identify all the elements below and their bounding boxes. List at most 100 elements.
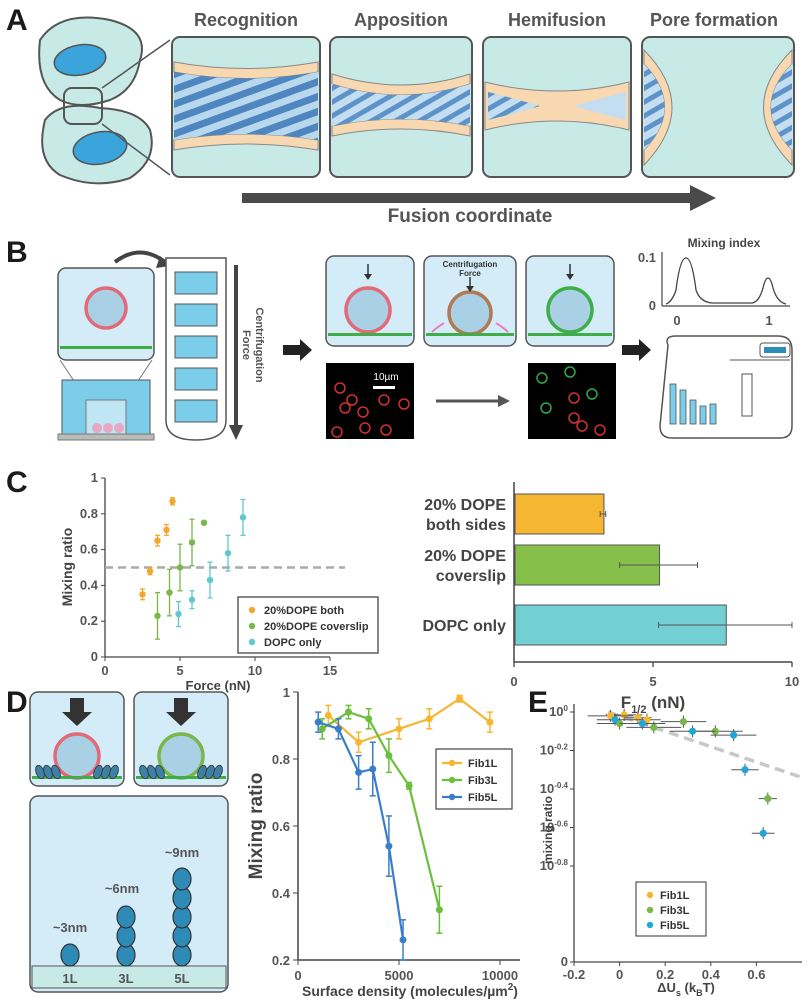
mix-x-right: 1 [765, 313, 772, 328]
force-arrowhead [229, 425, 243, 440]
data-point [764, 795, 772, 803]
legend-label: Fib3L [660, 905, 690, 917]
data-point [730, 731, 738, 739]
legend-box [237, 596, 379, 654]
data-point [399, 936, 407, 944]
x-tick-label: 0 [510, 674, 517, 689]
y-tick-label: 1 [91, 470, 98, 485]
panel-b-letter: B [6, 236, 28, 269]
data-point [405, 782, 413, 790]
data-point [456, 695, 464, 703]
fibril-layers-illustration [29, 795, 229, 993]
y-tick-label: 10-0.8 [540, 858, 569, 873]
y-tick-label: 1 [283, 685, 290, 700]
x-tick-label: 10000 [482, 968, 518, 983]
data-point [334, 725, 342, 733]
x-tick-label: 0 [101, 663, 108, 678]
x-axis-title: Surface density (molecules/µm2) [302, 982, 518, 999]
y-tick-label: 0.8 [80, 506, 98, 521]
data-point [324, 711, 332, 719]
x-tick-label: -0.2 [563, 967, 585, 982]
data-point [188, 596, 196, 603]
fusion-coordinate-label: Fusion coordinate [388, 206, 553, 227]
legend-label: 20%DOPE both [264, 605, 344, 617]
x-tick-label: 15 [323, 663, 337, 678]
y-tick-label: 10-0.6 [540, 820, 569, 835]
height-3l: ~6nm [105, 881, 139, 896]
data-point [486, 718, 494, 726]
data-point [759, 829, 767, 837]
y-tick-label: 0.2 [80, 613, 98, 628]
y-tick-label: 0 [91, 649, 98, 664]
legend-label: DOPC only [264, 637, 322, 649]
mixing-index-plot [661, 252, 790, 307]
data-point [688, 727, 697, 735]
stage-recognition [171, 36, 321, 178]
flow-arrow-2 [622, 339, 651, 361]
flow-cytometer-illustration [659, 335, 793, 439]
legend-marker [248, 606, 256, 614]
data-point [154, 537, 161, 544]
mix-y-top: 0.1 [638, 250, 656, 265]
legend-label: 20%DOPE coverslip [264, 621, 369, 633]
x-tick-label: 0.4 [702, 967, 721, 982]
data-point [206, 576, 214, 584]
data-point [200, 519, 208, 526]
data-point [650, 723, 658, 732]
y-axis-title: mixing ratio [541, 796, 555, 864]
data-point [224, 549, 232, 557]
data-point [611, 716, 619, 724]
data-point [395, 725, 403, 733]
mixing-index-title: Mixing index [688, 236, 761, 250]
y-tick-label: 0.8 [272, 752, 290, 767]
data-point [175, 610, 182, 618]
data-point [741, 766, 749, 774]
layer-5l: 5L [174, 971, 189, 986]
legend-label: Fib5L [468, 792, 498, 804]
y-tick-label: 10-0.2 [540, 743, 569, 758]
height-1l: ~3nm [53, 920, 87, 935]
data-point [355, 738, 363, 746]
small-centrifugation-label: Centrifugation [443, 260, 498, 269]
legend-marker [646, 906, 654, 914]
x-tick-label: 0 [616, 967, 623, 982]
scale-bar-label: 10µm [373, 372, 398, 383]
data-point [355, 768, 363, 776]
data-point [620, 711, 628, 719]
x-axis-title: Force (nN) [186, 678, 251, 693]
fusion-coordinate-arrow [242, 185, 716, 211]
data-point [385, 842, 393, 850]
data-point [146, 567, 154, 575]
data-point [166, 589, 173, 596]
x-tick-label: 5 [176, 663, 183, 678]
layer-3l: 3L [118, 971, 133, 986]
y-tick-label: 0.6 [272, 819, 290, 834]
panel-d-letter: D [6, 686, 28, 719]
y-axis-title: Mixing ratio [246, 773, 267, 880]
force-label: Force [240, 330, 252, 360]
legend-marker [646, 891, 654, 899]
data-point [318, 725, 326, 733]
x-tick-label: 0.6 [747, 967, 765, 982]
centrifuge-tube-illustration [57, 267, 155, 441]
bar [514, 493, 605, 535]
stage-title-hemifusion: Hemifusion [508, 10, 606, 30]
legend-marker [448, 759, 456, 767]
category-label: DOPC only [422, 618, 506, 635]
x-tick-label: 5 [649, 674, 656, 689]
cell-pair-illustration [38, 16, 171, 185]
height-5l: ~9nm [165, 845, 199, 860]
y-tick-label: 0 [561, 954, 568, 969]
data-point [169, 498, 176, 505]
stage-pore-formation [641, 36, 795, 178]
time-arrowhead [498, 395, 510, 407]
series-line [321, 710, 441, 911]
stage-apposition [329, 36, 473, 178]
layer-1l: 1L [62, 971, 77, 986]
legend-label: Fib3L [468, 775, 498, 787]
